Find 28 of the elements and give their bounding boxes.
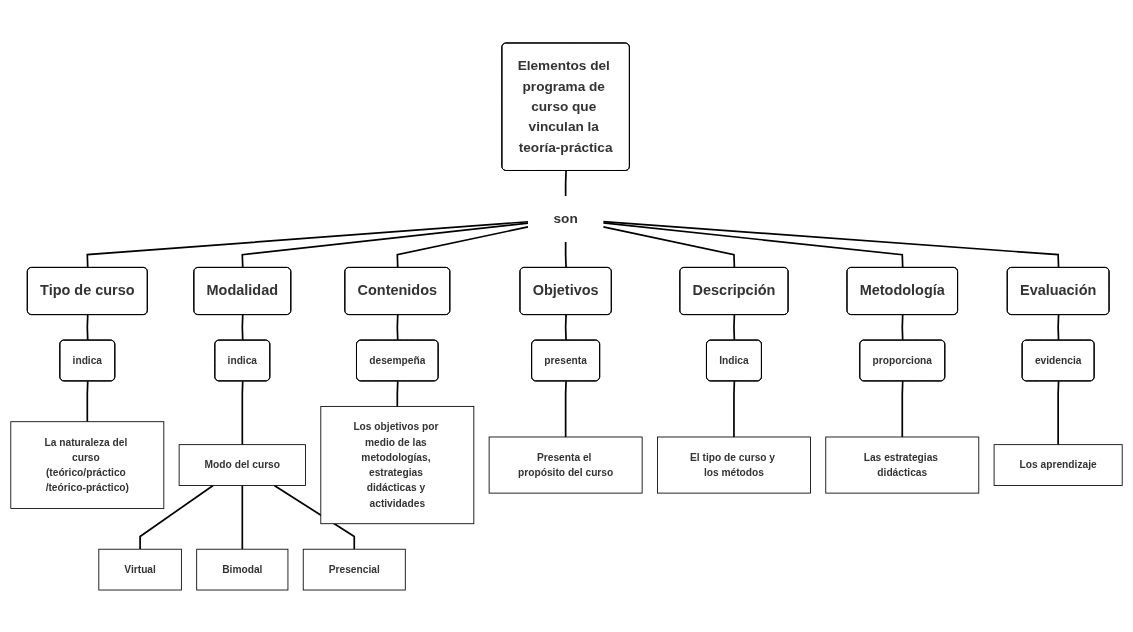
node-box: Presenta el propósito del curso bbox=[488, 436, 643, 494]
connector bbox=[733, 313, 736, 341]
connector bbox=[241, 484, 244, 550]
node-box: Las estrategias didácticas bbox=[825, 436, 980, 494]
node-text: son bbox=[553, 210, 578, 226]
connector bbox=[241, 379, 244, 445]
node-box: Bimodal bbox=[196, 548, 289, 590]
node-box: Modo del curso bbox=[178, 443, 306, 486]
connector bbox=[564, 169, 567, 197]
node-box: El tipo de curso y los métodos bbox=[657, 436, 811, 494]
connector bbox=[396, 313, 399, 341]
connector bbox=[901, 379, 904, 438]
connector bbox=[564, 379, 567, 438]
node-box: Presencial bbox=[302, 548, 406, 590]
connector bbox=[241, 313, 244, 341]
connector bbox=[86, 313, 89, 341]
connector bbox=[396, 379, 399, 407]
connector bbox=[1057, 379, 1060, 445]
connector bbox=[1057, 313, 1060, 341]
node-box: Virtual bbox=[98, 548, 182, 590]
node-box: Los objetivos por medio de las metodologías, estrategias didácticas y actividades bbox=[320, 405, 475, 524]
connector bbox=[564, 313, 567, 341]
connector bbox=[86, 379, 89, 423]
connector bbox=[901, 313, 904, 341]
connector bbox=[139, 484, 214, 550]
node-box: La naturaleza del curso (teórico/práctico /teórico-práctico) bbox=[10, 420, 165, 509]
node-box: Los aprendizaje bbox=[993, 443, 1123, 486]
connector bbox=[733, 379, 736, 438]
